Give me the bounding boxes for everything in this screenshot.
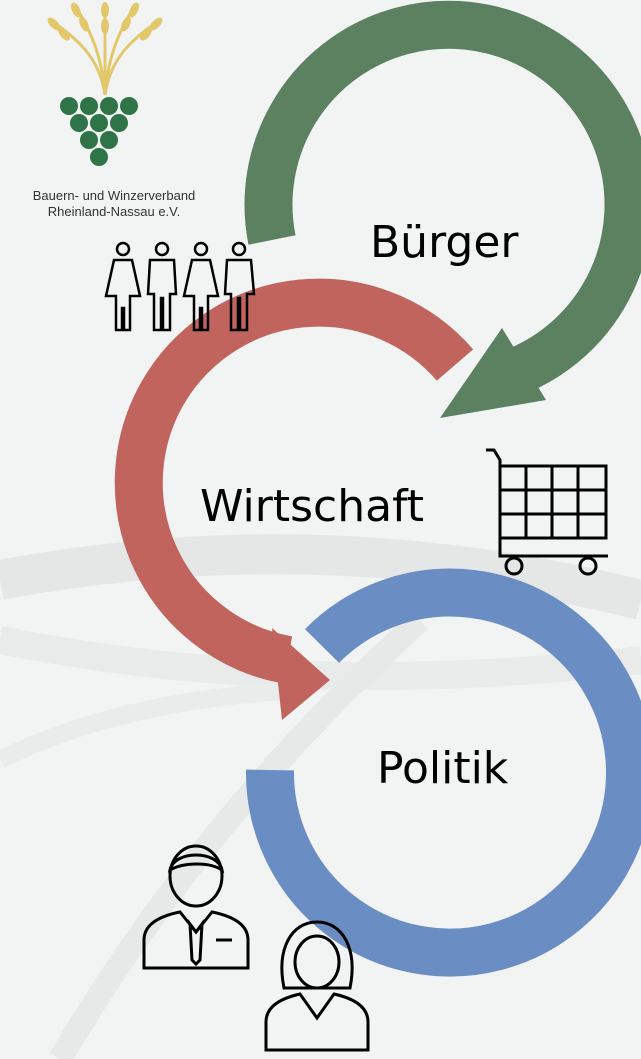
person-woman-1-icon xyxy=(104,241,142,332)
label-wirtschaft: Wirtschaft xyxy=(200,481,425,532)
logo-line-2: Rheinland-Nassau e.V. xyxy=(47,204,181,219)
businesswoman-icon xyxy=(264,920,370,1052)
person-man-1-icon xyxy=(146,241,178,332)
buerger-arrow xyxy=(244,0,641,418)
shopping-cart-icon xyxy=(486,448,608,576)
politik-arrow xyxy=(245,568,641,977)
person-man-2-icon xyxy=(223,241,256,332)
label-politik: Politik xyxy=(377,743,509,794)
logo-line-1: Bauern- und Winzerverband xyxy=(32,188,196,203)
person-woman-2-icon xyxy=(182,241,220,332)
people-group-icon xyxy=(104,241,256,332)
wheat-grape-logo-icon xyxy=(47,2,163,166)
businessman-icon xyxy=(142,844,250,970)
logo-caption: Bauern- und Winzerverband Rheinland-Nass… xyxy=(0,188,228,220)
wirtschaft-arrow xyxy=(114,278,474,720)
label-buerger: Bürger xyxy=(370,217,519,268)
